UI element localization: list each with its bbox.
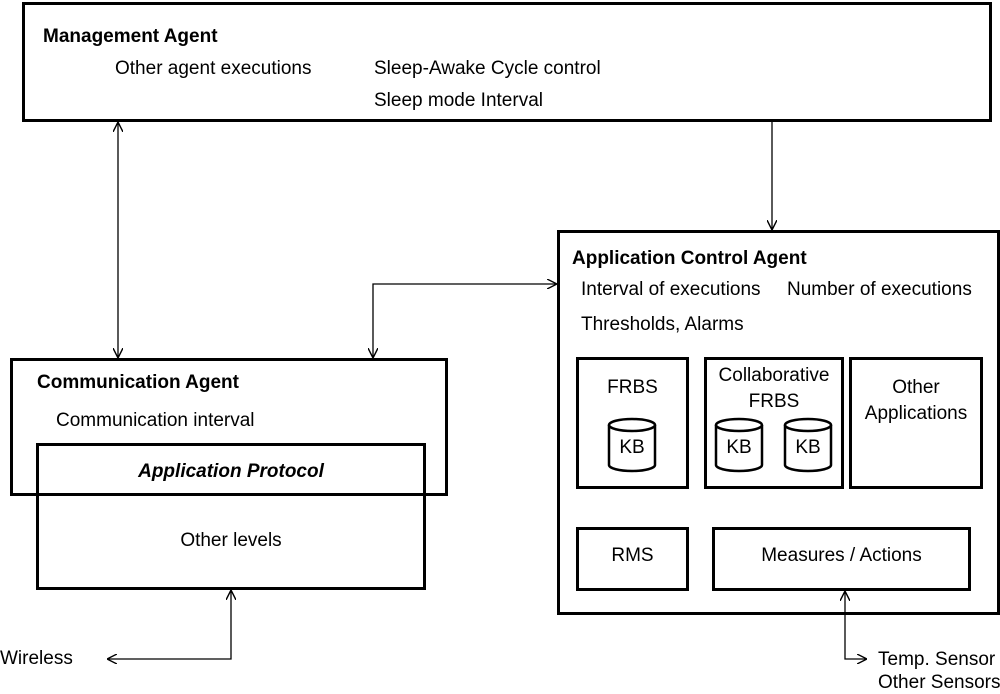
number-of-executions-label: Number of executions [787, 279, 972, 300]
collaborative-frbs-label-line1: Collaborative [718, 365, 830, 386]
other-applications-label-line1: Other [892, 377, 940, 398]
application-protocol-label: Application Protocol [138, 461, 324, 482]
rms-label: RMS [611, 545, 654, 566]
other-levels-label: Other levels [180, 530, 282, 551]
measures-actions-label: Measures / Actions [761, 545, 922, 566]
interval-of-executions-label: Interval of executions [581, 279, 761, 300]
temp-sensor-label: Temp. Sensor [878, 649, 996, 670]
communication-interval-label: Communication interval [56, 410, 255, 431]
communication-application-connector [373, 284, 556, 357]
other-sensors-label: Other Sensors [878, 672, 1000, 693]
wireless-connector [108, 591, 231, 659]
other-agent-executions-label: Other agent executions [115, 58, 312, 79]
protocol-stack-box [36, 443, 426, 590]
management-agent-title: Management Agent [43, 26, 218, 47]
measures-actions-box [712, 527, 971, 591]
sleep-awake-cycle-label: Sleep-Awake Cycle control [374, 58, 601, 79]
thresholds-alarms-label: Thresholds, Alarms [581, 314, 744, 335]
communication-agent-box [10, 358, 448, 496]
collaborative-frbs-label-line2: FRBS [748, 391, 800, 412]
management-agent-box [22, 2, 992, 122]
wireless-label: Wireless [0, 648, 73, 669]
rms-box [576, 527, 689, 591]
sleep-mode-interval-label: Sleep mode Interval [374, 90, 543, 111]
other-applications-label-line2: Applications [864, 403, 968, 424]
other-applications-box [849, 357, 983, 489]
communication-agent-title: Communication Agent [37, 372, 239, 393]
frbs-label: FRBS [607, 377, 658, 398]
application-control-agent-title: Application Control Agent [572, 248, 807, 269]
